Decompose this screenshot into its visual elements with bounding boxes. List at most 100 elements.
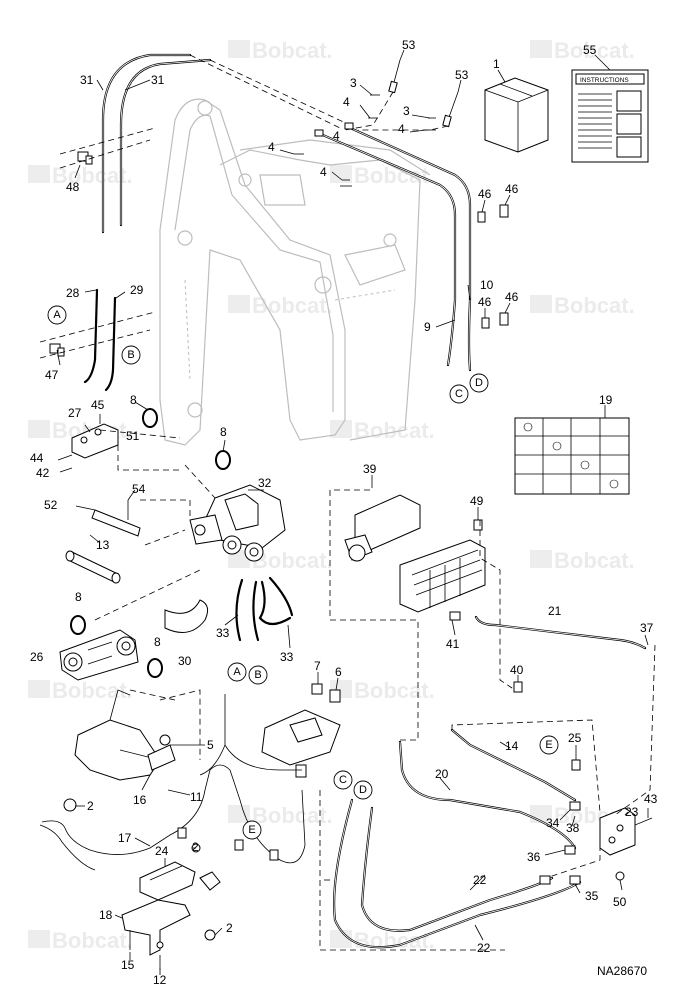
watermark: Bobcat. — [228, 293, 333, 318]
connector-marker: A — [227, 662, 247, 682]
watermark-text: Bobcat. — [354, 678, 435, 703]
clamps-46 — [477, 204, 509, 329]
callout-6: 6 — [335, 665, 342, 679]
control-valve — [329, 489, 516, 741]
valve-mount-16 — [74, 689, 201, 781]
connector-marker: C — [449, 384, 469, 404]
hose-21 — [449, 611, 647, 693]
callout-33: 33 — [280, 650, 294, 664]
watermark-text: Bobcat. — [252, 803, 333, 828]
guard-30 — [164, 599, 209, 633]
callout-47: 47 — [45, 368, 59, 382]
watermark-text: Bobcat. — [554, 38, 635, 63]
callout-46: 46 — [478, 295, 492, 309]
callout-45: 45 — [91, 398, 105, 412]
callout-4: 4 — [320, 165, 327, 179]
callout-13: 13 — [96, 538, 110, 552]
callout-4: 4 — [333, 129, 340, 143]
callout-41: 41 — [446, 637, 460, 651]
connector-marker: B — [248, 665, 268, 685]
connector-marker: B — [121, 345, 141, 365]
connector-label: D — [475, 377, 483, 389]
callout-10: 10 — [480, 278, 494, 292]
coupler-32 — [184, 464, 286, 562]
callout-43: 43 — [644, 792, 658, 806]
callout-25: 25 — [568, 731, 582, 745]
watermark-text: Bobcat. — [52, 163, 133, 188]
watermark: Bobcat. — [28, 928, 133, 953]
connector-marker: D — [469, 373, 489, 393]
callout-48: 48 — [66, 180, 80, 194]
callout-37: 37 — [640, 621, 654, 635]
controller-24 — [139, 861, 221, 901]
bracket-18 — [121, 843, 216, 970]
callout-17: 17 — [118, 831, 132, 845]
callout-26: 26 — [30, 650, 44, 664]
watermark-text: Bobcat. — [554, 293, 635, 318]
callout-5: 5 — [207, 738, 214, 752]
watermark: Bobcat. — [330, 928, 435, 953]
callout-31: 31 — [80, 73, 94, 87]
leader-lines — [56, 49, 649, 975]
watermark-text: Bobcat. — [52, 928, 133, 953]
callout-27: 27 — [68, 406, 82, 420]
watermark-text: Bobcat. — [52, 678, 133, 703]
callout-49: 49 — [470, 494, 484, 508]
watermark-text: Bobcat. — [252, 38, 333, 63]
callout-52: 52 — [44, 498, 58, 512]
callout-32: 32 — [258, 476, 272, 490]
connector-label: B — [254, 669, 261, 681]
callout-19: 19 — [599, 393, 613, 407]
instructions-card-55: INSTRUCTIONS — [571, 69, 649, 163]
callout-15: 15 — [121, 958, 135, 972]
callout-53: 53 — [455, 68, 469, 82]
callout-8: 8 — [75, 590, 82, 604]
watermark-text: Bobcat. — [252, 293, 333, 318]
callout-38: 38 — [566, 821, 580, 835]
connector-label: A — [53, 309, 61, 321]
figure-id: NA28670 — [597, 964, 647, 978]
watermark: Bobcat. — [530, 38, 635, 63]
callout-18: 18 — [99, 908, 113, 922]
callout-42: 42 — [36, 466, 50, 480]
callout-3: 3 — [403, 104, 410, 118]
watermark: Bobcat. — [330, 678, 435, 703]
callout-22: 22 — [473, 873, 487, 887]
harness-17 — [39, 690, 306, 871]
connector-label: E — [248, 824, 255, 836]
connector-label: E — [545, 739, 552, 751]
callout-23: 23 — [625, 805, 639, 819]
connector-marker: A — [47, 305, 67, 325]
callout-44: 44 — [30, 451, 44, 465]
manifold-23 — [539, 644, 656, 885]
callout-40: 40 — [510, 663, 524, 677]
boom-arm-outline — [159, 98, 431, 446]
callout-2: 2 — [226, 921, 233, 935]
callout-33: 33 — [216, 626, 230, 640]
callout-50: 50 — [613, 895, 627, 909]
callout-31: 31 — [151, 73, 165, 87]
callout-8: 8 — [220, 425, 227, 439]
watermark: Bobcat. — [530, 293, 635, 318]
watermark: Bobcat. — [228, 803, 333, 828]
callout-8: 8 — [154, 635, 161, 649]
seat-mount — [261, 683, 341, 778]
callout-24: 24 — [155, 844, 169, 858]
callout-2: 2 — [192, 840, 199, 854]
link-26 — [59, 569, 201, 681]
callout-22: 22 — [477, 941, 491, 955]
fittings-53-3-4 — [294, 59, 459, 187]
callout-39: 39 — [363, 462, 377, 476]
tube-28-29 — [83, 288, 117, 392]
connector-label: C — [339, 774, 347, 786]
watermark: Bobcat. — [28, 163, 133, 188]
connector-marker: C — [333, 770, 353, 790]
connector-label: B — [127, 349, 134, 361]
connector-label: C — [455, 388, 463, 400]
clamp-48 — [59, 127, 156, 169]
watermark: Bobcat. — [228, 548, 333, 573]
box-part-1 — [484, 77, 549, 153]
callout-12: 12 — [153, 973, 167, 987]
callout-2: 2 — [87, 799, 94, 813]
